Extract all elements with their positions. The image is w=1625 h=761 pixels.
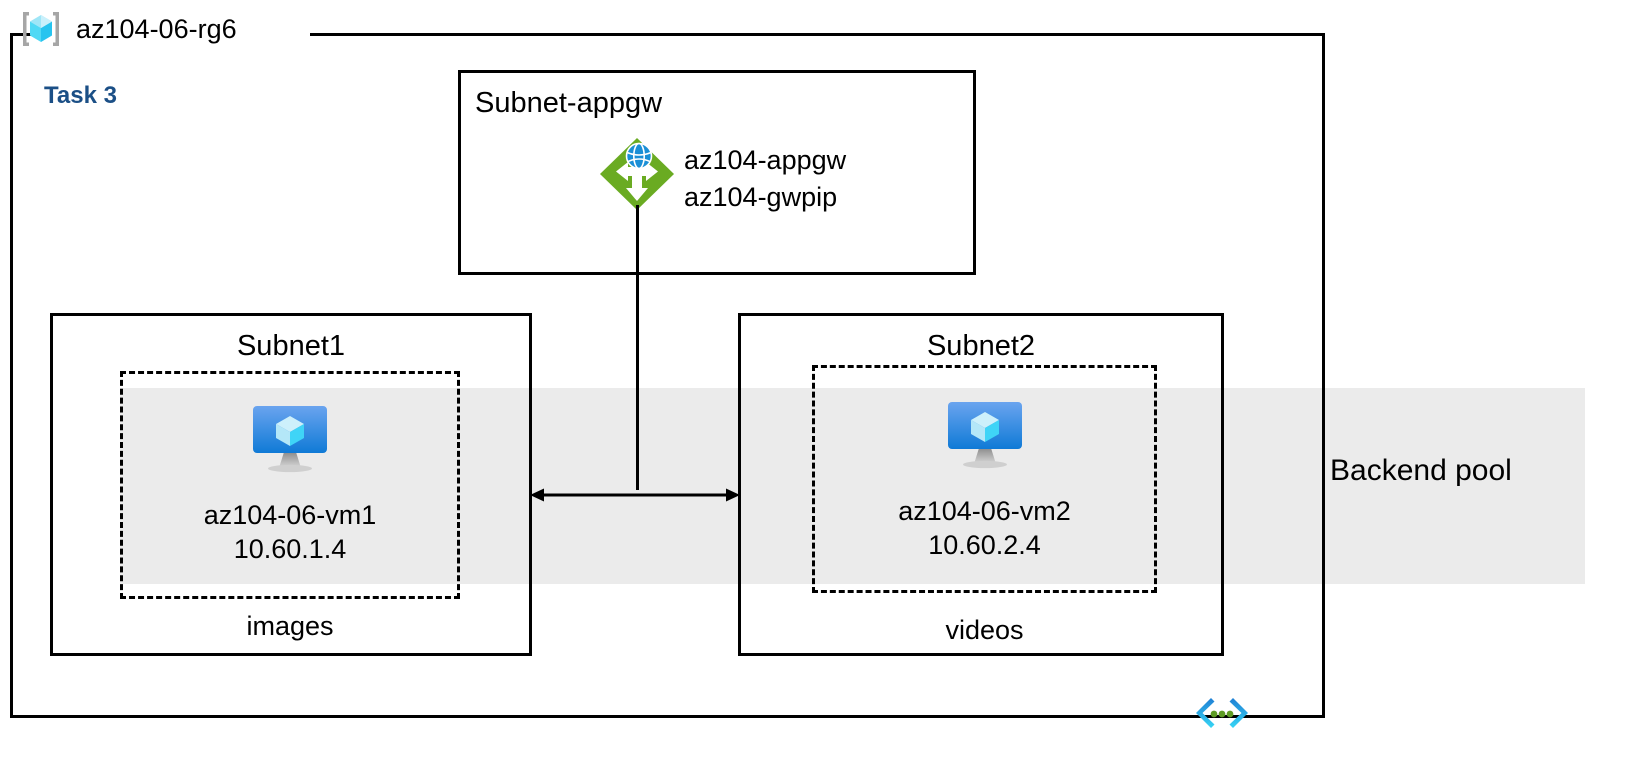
resource-group-name: az104-06-rg6: [76, 13, 237, 44]
resource-group-border-bottom: [10, 715, 1325, 718]
subnet2-vm-caption: az104-06-vm2 10.60.2.4: [812, 494, 1157, 562]
resource-group-border-left: [10, 33, 13, 718]
subnet2-title: Subnet2: [926, 330, 1036, 362]
subnet1-title: Subnet1: [236, 330, 346, 362]
subnet-appgw-title: Subnet-appgw: [475, 87, 663, 119]
application-gateway-icon: [598, 136, 676, 212]
code-brackets-icon: [1195, 696, 1249, 730]
subnet2-nic-box: [812, 365, 1157, 593]
subnet2-vm-ip: 10.60.2.4: [928, 530, 1041, 560]
subnet2-vm-name: az104-06-vm2: [898, 496, 1071, 526]
subnet-appgw-box: Subnet-appgw: [458, 70, 976, 275]
gateway-resource-labels: az104-appgw az104-gwpip: [684, 142, 846, 216]
resource-group-border-right: [1322, 33, 1325, 718]
subnet1-vm-caption: az104-06-vm1 10.60.1.4: [120, 498, 460, 566]
gateway-pip-name: az104-gwpip: [684, 182, 838, 212]
resource-group-label-backdrop: [20, 24, 310, 46]
resource-group-border-top: [10, 33, 1325, 36]
virtual-machine-icon: [248, 400, 332, 476]
subnet1-vm-ip: 10.60.1.4: [233, 534, 347, 564]
gateway-appgw-name: az104-appgw: [684, 145, 847, 175]
subnet1-box: Subnet1: [50, 313, 532, 656]
subnet1-footer-label: images: [246, 611, 334, 641]
subnet2-box: Subnet2: [738, 313, 1224, 656]
subnet-link-arrow: [530, 487, 740, 503]
backend-pool-band: [120, 388, 1585, 584]
subnet1-vm-name: az104-06-vm1: [203, 500, 377, 530]
task-label: Task 3: [44, 82, 117, 109]
subnet2-footer-label: videos: [945, 615, 1024, 645]
backend-pool-label: Backend pool: [1330, 454, 1512, 487]
subnet1-nic-box: [120, 371, 460, 599]
resource-group-header: az104-06-rg6: [18, 6, 237, 52]
resource-group-cube-icon: [18, 6, 64, 52]
virtual-machine-icon: [943, 396, 1027, 472]
gateway-connector-line: [636, 205, 639, 490]
